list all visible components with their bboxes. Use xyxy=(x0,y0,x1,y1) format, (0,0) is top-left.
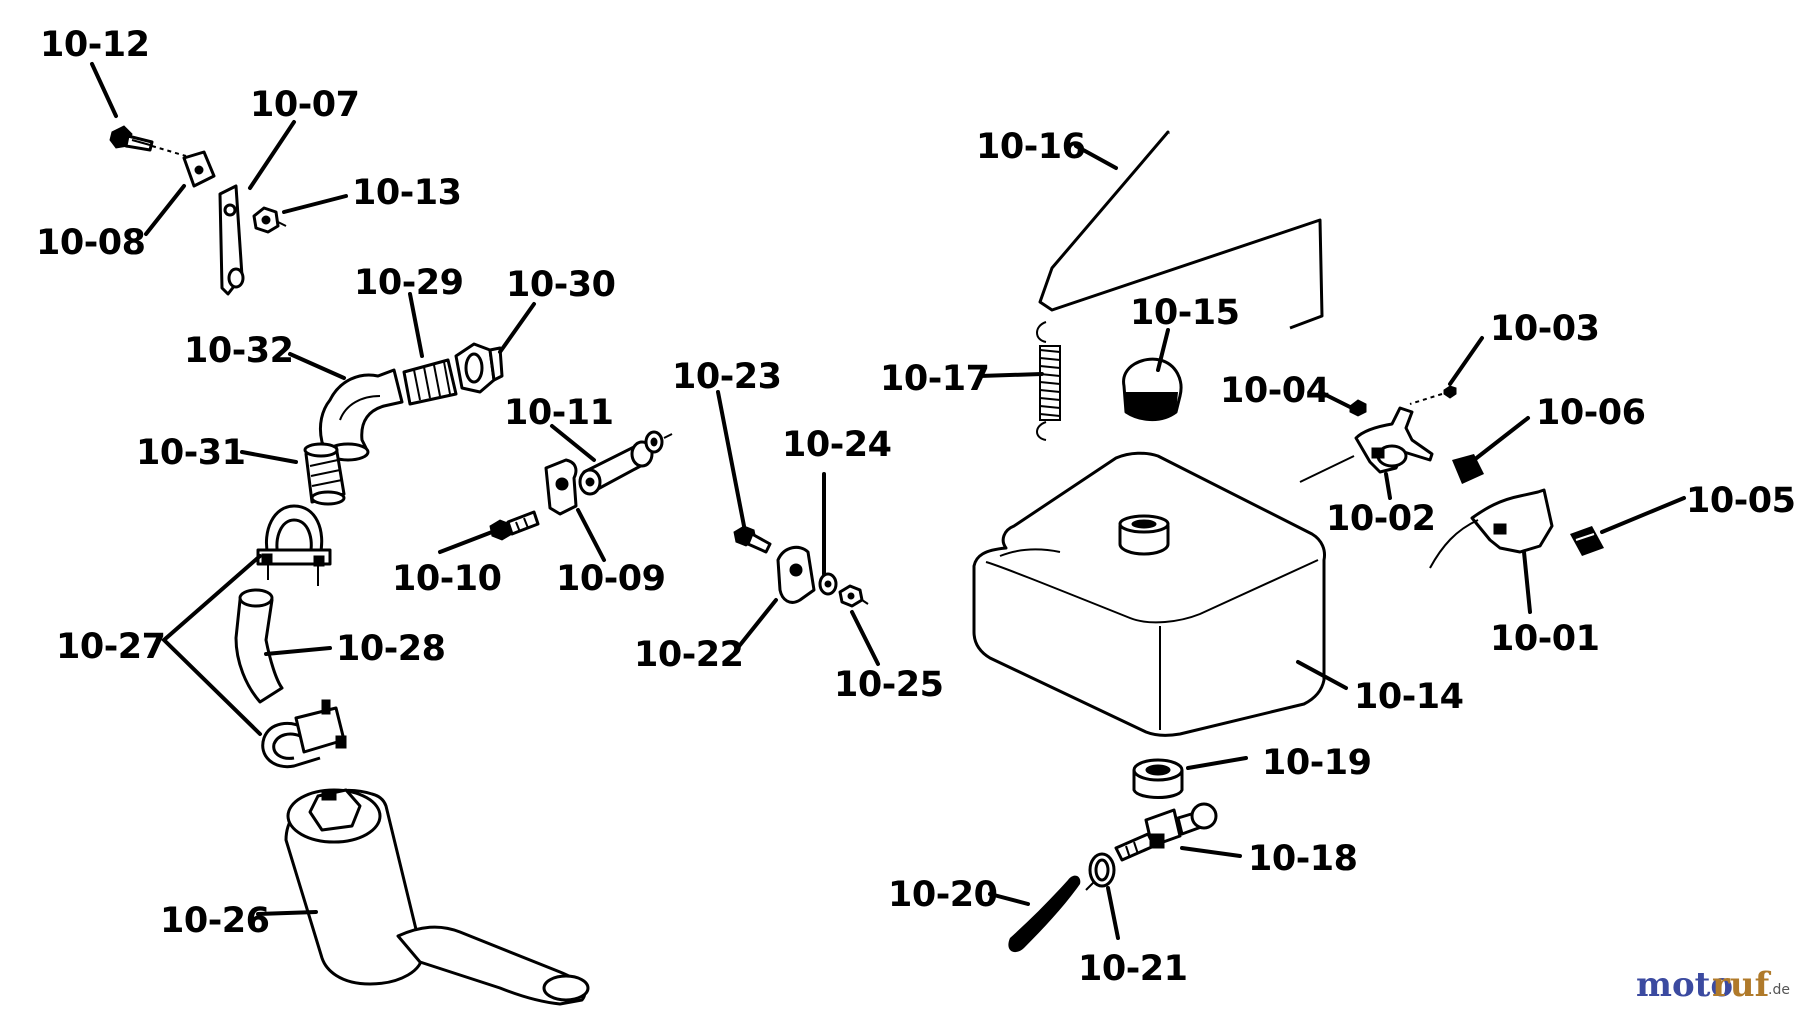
knob-10-06 xyxy=(1452,454,1484,484)
label-10-15: 10-15 xyxy=(1130,293,1239,333)
label-10-21: 10-21 xyxy=(1078,949,1187,989)
label-10-02: 10-02 xyxy=(1326,499,1435,539)
label-10-17: 10-17 xyxy=(880,359,989,399)
u-clamp-upper-10-27 xyxy=(256,504,332,586)
label-10-01: 10-01 xyxy=(1490,619,1599,659)
label-10-13: 10-13 xyxy=(352,173,461,213)
label-10-26: 10-26 xyxy=(160,901,269,941)
hose-10-28 xyxy=(234,588,284,704)
label-10-29: 10-29 xyxy=(354,263,463,303)
label-10-05: 10-05 xyxy=(1686,481,1795,521)
bolt-10-10 xyxy=(489,510,540,541)
nut-10-13 xyxy=(252,206,287,234)
label-10-07: 10-07 xyxy=(250,85,359,125)
knob-10-05 xyxy=(1570,526,1604,556)
bolt-10-23 xyxy=(733,525,772,554)
label-10-06: 10-06 xyxy=(1536,393,1645,433)
label-10-19: 10-19 xyxy=(1262,743,1371,783)
label-10-23: 10-23 xyxy=(672,357,781,397)
fuel-line-10-20 xyxy=(1008,875,1081,953)
bracket-10-07 xyxy=(218,184,245,296)
shutoff-valve-10-18 xyxy=(1114,802,1218,862)
watermark-logo: moto ruf .de xyxy=(1636,965,1790,1005)
label-10-16: 10-16 xyxy=(976,127,1085,167)
clamp-10-22 xyxy=(776,545,816,604)
label-10-04: 10-04 xyxy=(1220,371,1329,411)
part-labels: 10-12 10-07 10-13 10-08 10-29 10-30 10-3… xyxy=(36,25,1796,989)
clip-10-09 xyxy=(544,458,578,516)
label-10-12: 10-12 xyxy=(40,25,149,65)
fuel-tank-10-14 xyxy=(972,451,1326,737)
label-10-20: 10-20 xyxy=(888,875,997,915)
spring-10-17 xyxy=(1036,321,1061,441)
label-10-09: 10-09 xyxy=(556,559,665,599)
leader-lines xyxy=(90,62,1686,940)
label-10-03: 10-03 xyxy=(1490,309,1599,349)
nipple-10-29 xyxy=(402,358,458,406)
label-10-30: 10-30 xyxy=(506,265,615,305)
bushing-10-19 xyxy=(1132,758,1184,799)
spacer-10-11 xyxy=(578,440,654,496)
watermark-ruf: ruf xyxy=(1712,965,1772,1005)
label-10-32: 10-32 xyxy=(184,331,293,371)
nut-10-25 xyxy=(838,584,869,608)
label-10-22: 10-22 xyxy=(634,635,743,675)
bushing-10-30 xyxy=(454,342,504,394)
nut-10-04 xyxy=(1349,399,1367,417)
screw-10-03 xyxy=(1409,385,1457,405)
label-10-08: 10-08 xyxy=(36,223,145,263)
muffler-10-26 xyxy=(284,788,590,1006)
washer-10-24 xyxy=(818,572,838,596)
label-10-24: 10-24 xyxy=(782,425,891,465)
bolt-10-12 xyxy=(109,125,187,157)
label-10-27: 10-27 xyxy=(56,627,165,667)
watermark-moto: moto xyxy=(1636,965,1733,1005)
label-10-28: 10-28 xyxy=(336,629,445,669)
label-10-14: 10-14 xyxy=(1354,677,1463,717)
label-10-31: 10-31 xyxy=(136,433,245,473)
u-clamp-lower-10-27 xyxy=(261,699,347,769)
control-lever-10-02 xyxy=(1299,406,1434,483)
washer-10-11 xyxy=(644,430,673,454)
label-10-25: 10-25 xyxy=(834,665,943,705)
control-10-01 xyxy=(1429,488,1554,569)
nipple-10-31 xyxy=(303,442,346,506)
fuel-cap-10-15 xyxy=(1122,357,1183,421)
watermark-suffix: .de xyxy=(1768,982,1790,998)
label-10-11: 10-11 xyxy=(504,393,613,433)
rod-10-16 xyxy=(1038,130,1324,330)
label-10-18: 10-18 xyxy=(1248,839,1357,879)
hose-clamp-10-21 xyxy=(1085,852,1116,891)
label-10-10: 10-10 xyxy=(392,559,501,599)
clamp-plate-10-08 xyxy=(182,150,216,188)
